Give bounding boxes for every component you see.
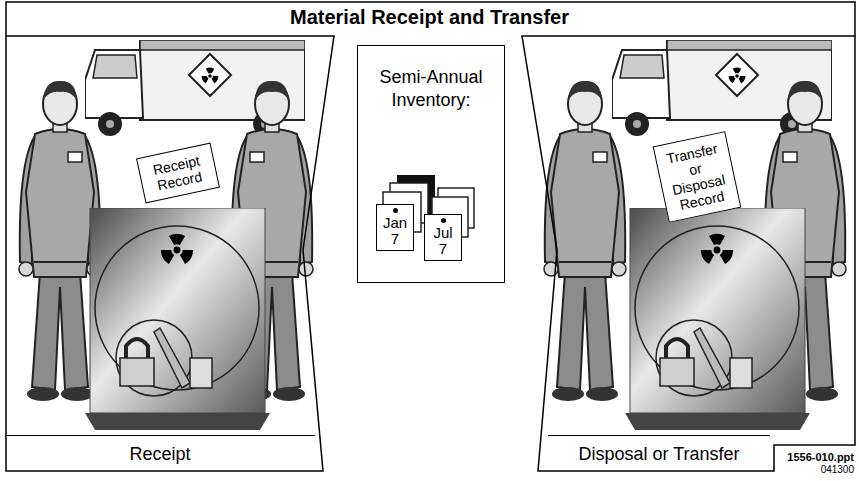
calendar-ring-hole bbox=[441, 218, 446, 223]
diagram-title: Material Receipt and Transfer bbox=[0, 5, 859, 29]
record-label: Transfer or Disposal Record bbox=[660, 139, 734, 214]
work-area-panel: Disposal or Transfer Transfer or Disposal… bbox=[520, 35, 856, 472]
calendar-date: Jan 7 bbox=[381, 215, 409, 247]
file-code: 1556-010.ppt bbox=[776, 450, 854, 464]
file-code: 041300 bbox=[776, 464, 854, 476]
panel-outline bbox=[520, 35, 856, 472]
caption-band: Receipt bbox=[5, 435, 315, 472]
calendar-page: Jul 7 bbox=[424, 214, 462, 261]
inventory-box: Semi-Annual Inventory: Jan 7 Jul 7 bbox=[357, 45, 505, 283]
panel-outline bbox=[5, 35, 335, 472]
calendar-date: Jul 7 bbox=[429, 225, 457, 257]
record-label: Receipt Record bbox=[143, 151, 212, 196]
panel-caption: Disposal or Transfer bbox=[578, 443, 739, 465]
calendar-ring-hole bbox=[393, 208, 398, 213]
work-area-panel: Receipt Receipt Record bbox=[5, 35, 335, 472]
record-sheet: Transfer or Disposal Record bbox=[653, 131, 742, 223]
panel-border bbox=[522, 36, 855, 471]
calendar-page: Jan 7 bbox=[376, 204, 414, 251]
panel-caption: Receipt bbox=[129, 443, 190, 465]
record-sheet: Receipt Record bbox=[136, 143, 220, 204]
file-reference: 1556-010.ppt041300 bbox=[776, 450, 854, 476]
panel-border bbox=[6, 36, 334, 471]
box-heading: Semi-Annual Inventory: bbox=[364, 66, 498, 112]
caption-band: Disposal or Transfer bbox=[548, 435, 770, 472]
